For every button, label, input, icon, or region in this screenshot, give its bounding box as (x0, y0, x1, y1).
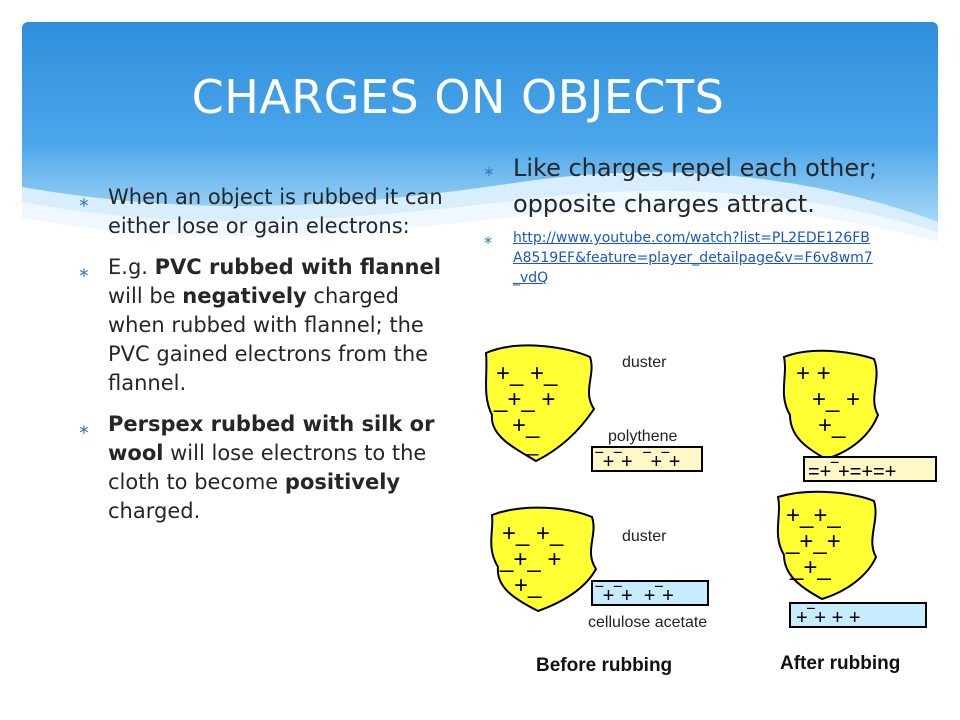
header-background (22, 22, 938, 242)
duster-top-right-charges: + + (796, 360, 831, 387)
youtube-link[interactable]: http://www.youtube.com/watch?list=PL2EDE… (513, 230, 873, 286)
bullet-rubbing-intro: ∗ When an object is rubbed it can either… (78, 183, 460, 241)
bullet-like-charges: ∗ Like charges repel each other; opposit… (483, 150, 878, 222)
bullet-perspex-example: ∗ Perspex rubbed with silk or wool will … (78, 410, 460, 526)
duster-top-left-charges: +_ (512, 412, 540, 439)
duster-top-left-charges: _+_ + (493, 386, 555, 413)
bullet-pvc-example: ∗ E.g. PVC rubbed with flannel will be n… (78, 253, 460, 398)
label-cellulose-acetate: cellulose acetate (588, 614, 707, 631)
bullet-text-segment: will be (108, 284, 183, 308)
polythene-strip-charges: ‾+‾+_‾+‾+ (595, 451, 680, 473)
polythene-strip (591, 446, 703, 472)
bullet-text: When an object is rubbed it can either l… (108, 185, 443, 238)
duster-bottom-right-charges: _+_+ (785, 528, 841, 555)
bullet-video-link: ∗ http://www.youtube.com/watch?list=PL2E… (483, 228, 878, 288)
acetate-strip-charges: ‾+‾+_+‾+ (595, 585, 674, 607)
duster-top-right-charges: +_ (818, 412, 846, 439)
left-bullet-list: ∗ When an object is rubbed it can either… (78, 183, 460, 538)
duster-top-right-charges: +_ + (812, 386, 860, 413)
bullet-icon: ∗ (483, 164, 495, 180)
bullet-text-bold: PVC rubbed with flannel (154, 255, 441, 279)
bullet-text-bold: positively (284, 470, 401, 494)
caption-after-rubbing: After rubbing (780, 653, 900, 674)
rubbing-diagram: +_ +_ _+_ + +_ _ duster polythene ‾+‾+_‾… (478, 335, 938, 685)
label-polythene: polythene (608, 428, 677, 445)
duster-top-left-charges: +_ +_ (496, 360, 558, 387)
acetate-strip-after (789, 602, 927, 628)
duster-bottom-right-charges: _+_ (789, 554, 831, 581)
duster-top-left (484, 344, 596, 463)
duster-bottom-left-charges: +_ (514, 572, 542, 599)
rubbing-diagram-svg: +_ +_ _+_ + +_ _ duster polythene ‾+‾+_‾… (484, 344, 937, 676)
polythene-strip-after (803, 456, 937, 482)
bullet-icon: ∗ (78, 195, 90, 211)
label-duster-bottom: duster (622, 528, 667, 545)
page-title: CHARGES ON OBJECTS (191, 70, 725, 124)
bullet-text-segment: will lose electrons to the cloth to beco… (108, 441, 427, 494)
bullet-text-segment: charged when rubbed with flannel; the PV… (108, 284, 429, 395)
duster-bottom-left-charges: +_ +_ (502, 520, 564, 547)
polythene-strip-after-charges: =+‾+=+=+ (808, 461, 896, 483)
duster-bottom-right-charges: +_+_ (786, 502, 841, 529)
bullet-text-bold: Perspex rubbed with silk or wool (108, 412, 435, 465)
caption-before-rubbing: Before rubbing (536, 655, 672, 676)
duster-bottom-right (776, 490, 878, 601)
right-bullet-list: ∗ Like charges repel each other; opposit… (483, 150, 878, 288)
duster-bottom-left (490, 506, 598, 613)
label-duster-top: duster (622, 354, 667, 371)
bullet-icon: ∗ (78, 422, 90, 438)
acetate-strip (591, 580, 709, 606)
acetate-strip-after-charges: +‾+ + + (796, 607, 861, 629)
bullet-text-segment: E.g. (108, 255, 155, 279)
bullet-text: Like charges repel each other; opposite … (513, 154, 878, 218)
bullet-icon: ∗ (483, 233, 494, 247)
bullet-text-segment: charged. (108, 499, 201, 523)
duster-top-right (782, 349, 880, 461)
bullet-text-bold: negatively (182, 284, 307, 308)
duster-top-left-charges: _ (525, 431, 539, 456)
bullet-icon: ∗ (78, 265, 90, 281)
duster-bottom-left-charges: _+_ + (499, 546, 561, 573)
